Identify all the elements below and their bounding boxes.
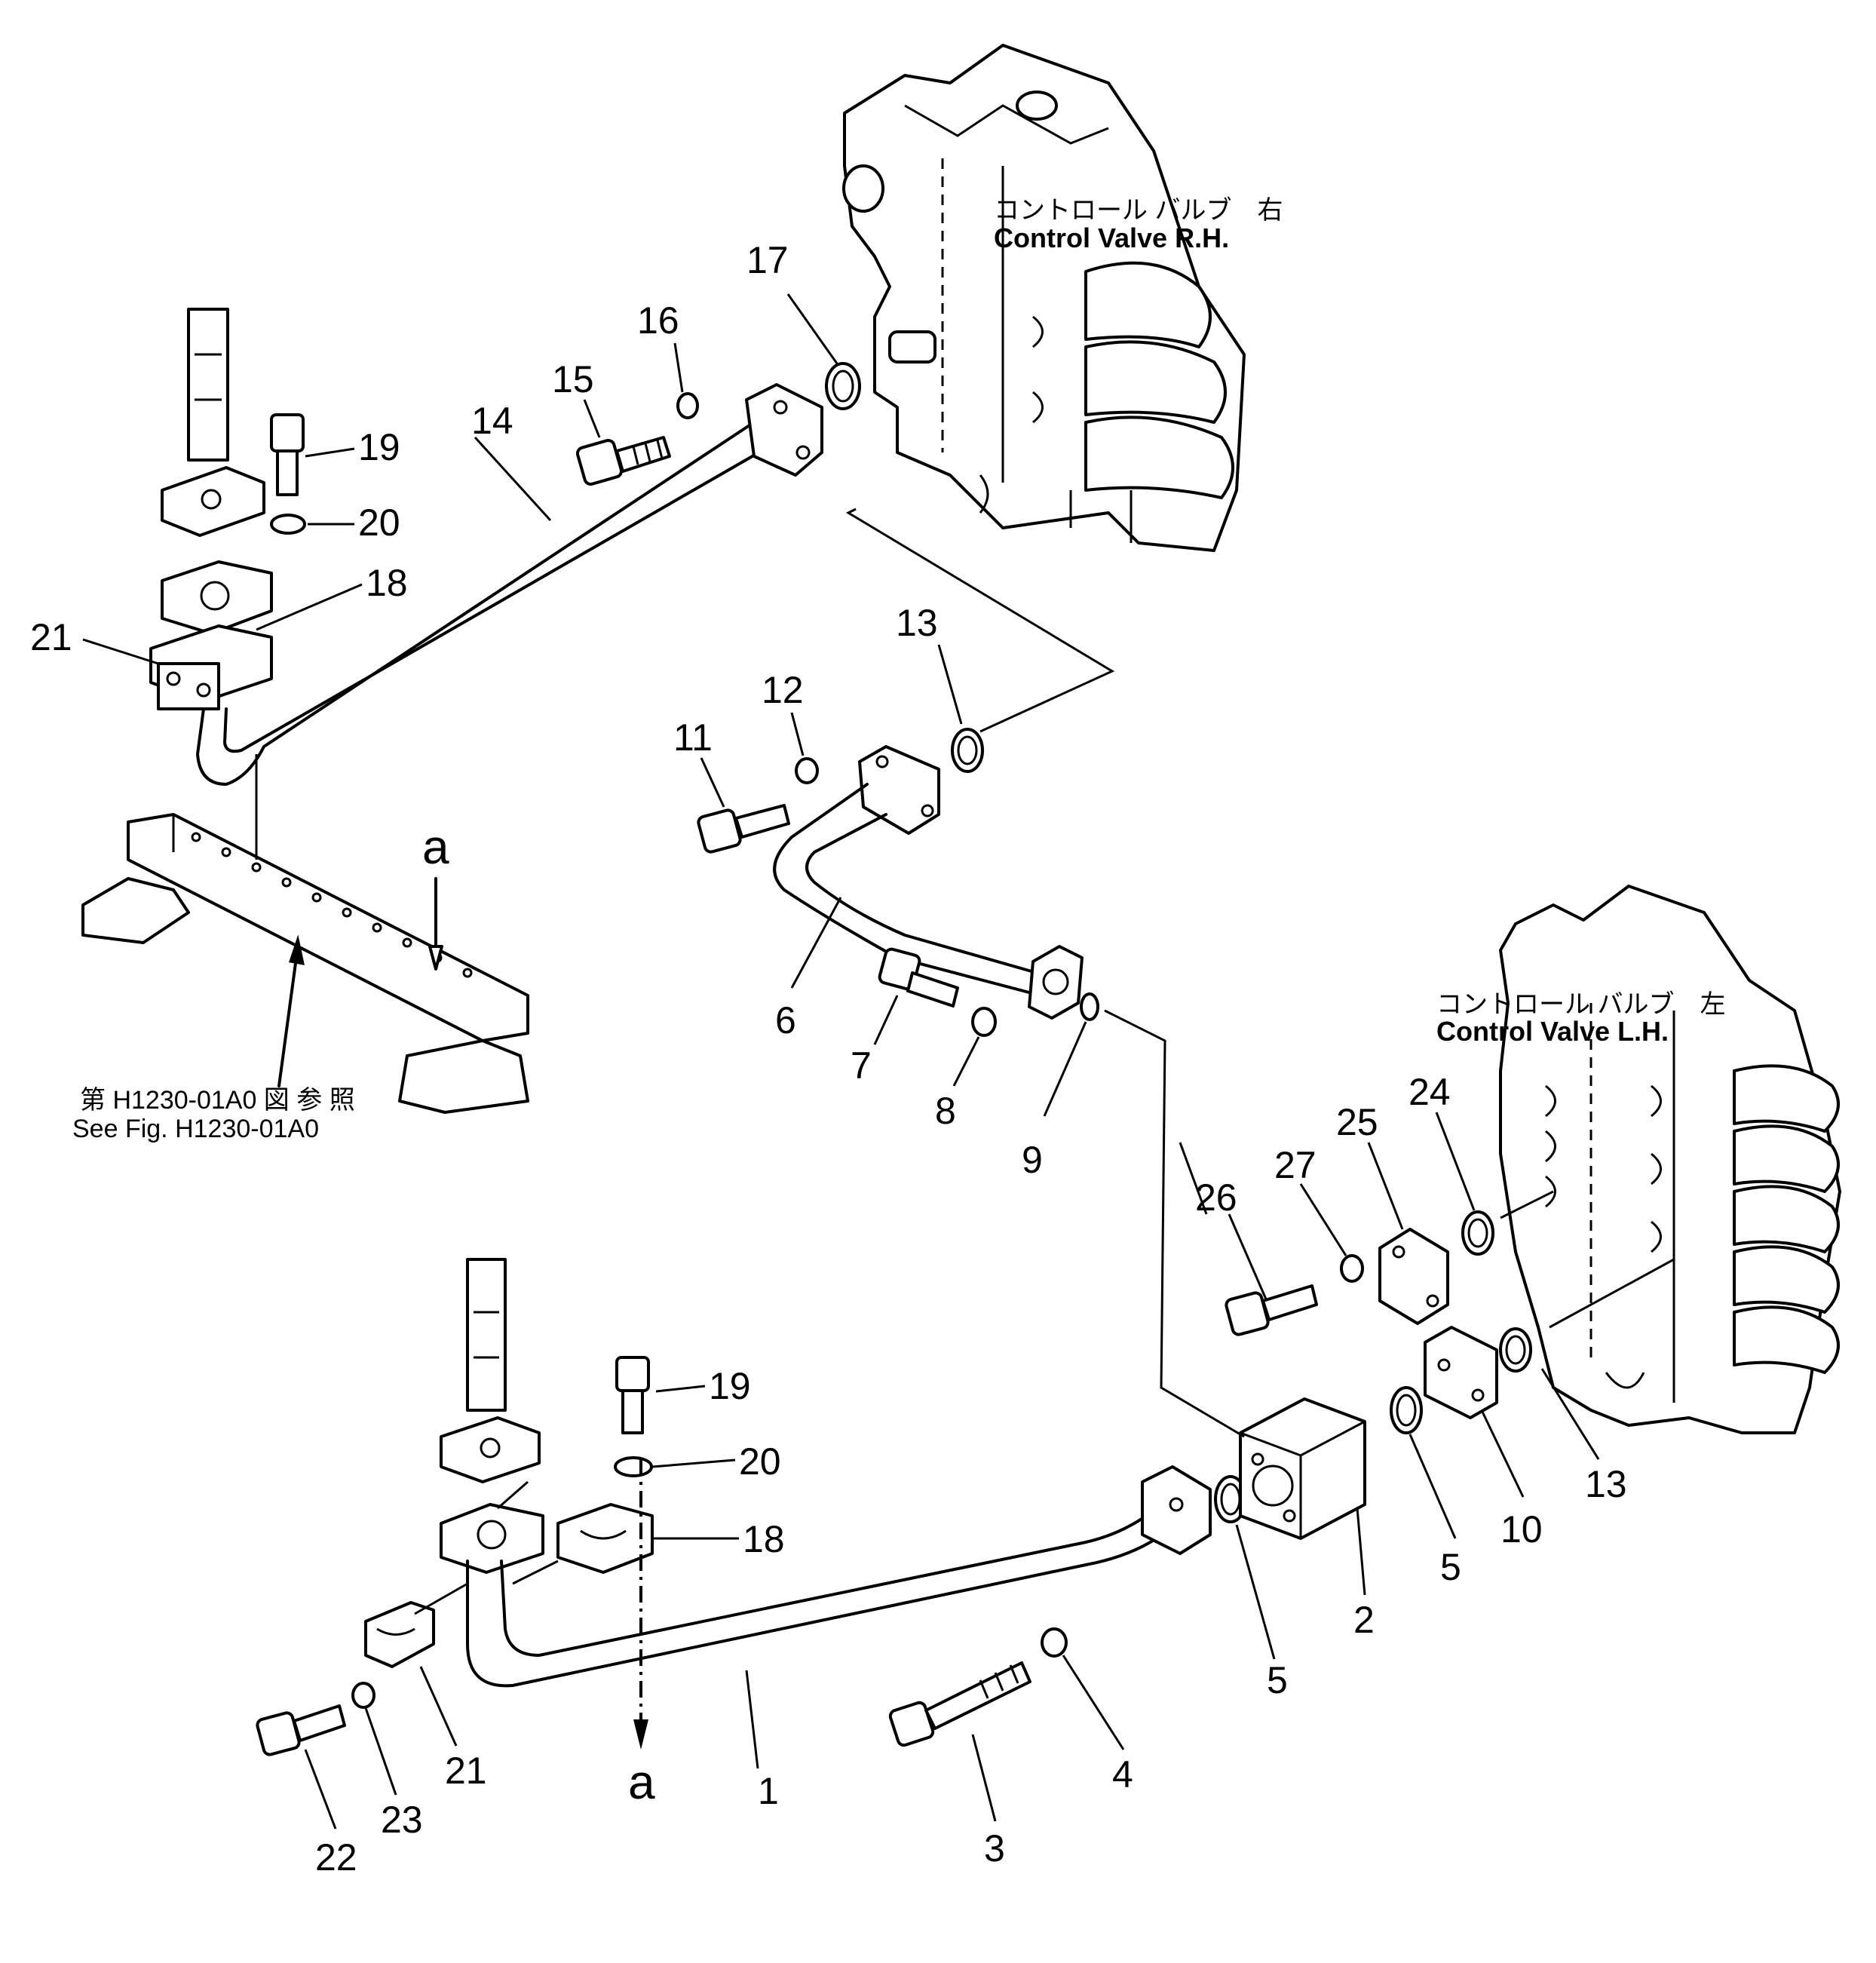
callout-8: 8 xyxy=(935,1090,956,1132)
control-valve-lh xyxy=(1499,885,1841,1434)
washer-16 xyxy=(676,392,699,419)
control-valve-rh-label-jp: コントロール バルブ 右 xyxy=(994,196,1283,225)
callout-5-right: 5 xyxy=(1440,1546,1461,1588)
callout-21-top: 21 xyxy=(30,616,72,658)
washer-23 xyxy=(351,1682,376,1709)
plate-10 xyxy=(1424,1326,1498,1419)
callout-22: 22 xyxy=(315,1836,357,1879)
callout-18-lower: 18 xyxy=(743,1518,785,1560)
callout-11: 11 xyxy=(673,716,713,759)
bolt-11 xyxy=(697,808,742,854)
o-ring-13-top xyxy=(951,728,984,773)
view-a-marker-top: a xyxy=(422,820,449,874)
pipe-6 xyxy=(773,783,1042,997)
control-valve-lh-label-jp: コントロール バルブ 左 xyxy=(1436,990,1725,1019)
callout-7: 7 xyxy=(851,1044,872,1087)
view-a-marker-bottom: a xyxy=(628,1755,655,1809)
callout-19-lower: 19 xyxy=(709,1365,751,1407)
leader-lines xyxy=(82,293,1600,1830)
callout-3: 3 xyxy=(984,1827,1005,1869)
callout-20-top: 20 xyxy=(358,501,400,544)
callout-numbers: 17 16 15 14 19 20 18 21 13 12 11 6 7 8 9… xyxy=(30,239,1627,1879)
bolt-19-top xyxy=(270,413,305,452)
rod-lower xyxy=(466,1258,507,1412)
see-fig-label-en: See Fig. H1230-01A0 xyxy=(72,1115,319,1143)
callout-6: 6 xyxy=(775,999,796,1041)
callout-21-lower: 21 xyxy=(445,1750,487,1792)
callout-27: 27 xyxy=(1274,1144,1317,1186)
callout-24: 24 xyxy=(1409,1071,1451,1113)
bolt-22 xyxy=(256,1711,301,1756)
see-fig-label-jp: 第 H1230-01A0 図 参 照 xyxy=(80,1086,355,1115)
o-ring-13-lower xyxy=(1499,1327,1532,1373)
washer-12 xyxy=(795,757,819,784)
middle-pipe-assembly xyxy=(697,728,1099,1037)
o-ring-9 xyxy=(1080,992,1099,1021)
clamp-18-top xyxy=(161,560,273,635)
callout-19-top: 19 xyxy=(358,426,400,468)
callout-20-lower: 20 xyxy=(739,1440,781,1483)
lower-pipe-assembly xyxy=(256,1210,1532,1756)
callout-5-left: 5 xyxy=(1267,1659,1288,1701)
washer-27 xyxy=(1340,1254,1364,1283)
callout-4: 4 xyxy=(1112,1753,1133,1796)
callout-13-lower: 13 xyxy=(1585,1463,1627,1505)
o-ring-17 xyxy=(825,362,861,410)
frame-bracket xyxy=(81,754,529,1114)
upper-pipe-assembly xyxy=(149,308,861,786)
control-valve-rh-label-en: Control Valve R.H. xyxy=(994,222,1229,253)
callout-9: 9 xyxy=(1022,1139,1043,1181)
callout-23: 23 xyxy=(381,1799,423,1841)
callout-12: 12 xyxy=(762,669,804,711)
callout-2: 2 xyxy=(1353,1599,1375,1641)
callout-17: 17 xyxy=(746,239,789,281)
control-valve-rh xyxy=(842,44,1246,552)
washer-20-top xyxy=(270,514,306,535)
washer-20-lower xyxy=(614,1456,653,1477)
flange-lower xyxy=(440,1503,544,1574)
callout-13-top: 13 xyxy=(896,602,938,644)
callout-25: 25 xyxy=(1336,1101,1378,1143)
bolt-19-lower xyxy=(615,1356,650,1392)
washer-8 xyxy=(971,1007,997,1037)
washer-4 xyxy=(1041,1627,1068,1658)
callout-14: 14 xyxy=(471,400,513,442)
bolt-26 xyxy=(1225,1291,1270,1336)
callout-18-top: 18 xyxy=(366,562,408,604)
control-valve-lh-label-en: Control Valve L.H. xyxy=(1436,1016,1669,1047)
callout-10: 10 xyxy=(1500,1508,1543,1550)
callout-15: 15 xyxy=(552,358,594,400)
callout-1: 1 xyxy=(758,1770,779,1812)
o-ring-5-right xyxy=(1390,1386,1423,1434)
callout-16: 16 xyxy=(637,299,679,342)
block-2 xyxy=(1239,1397,1366,1540)
bolt-15 xyxy=(575,438,624,486)
rod-upper xyxy=(187,308,229,462)
plate-25 xyxy=(1378,1228,1449,1325)
callout-26: 26 xyxy=(1195,1176,1237,1219)
o-ring-24 xyxy=(1461,1210,1494,1256)
